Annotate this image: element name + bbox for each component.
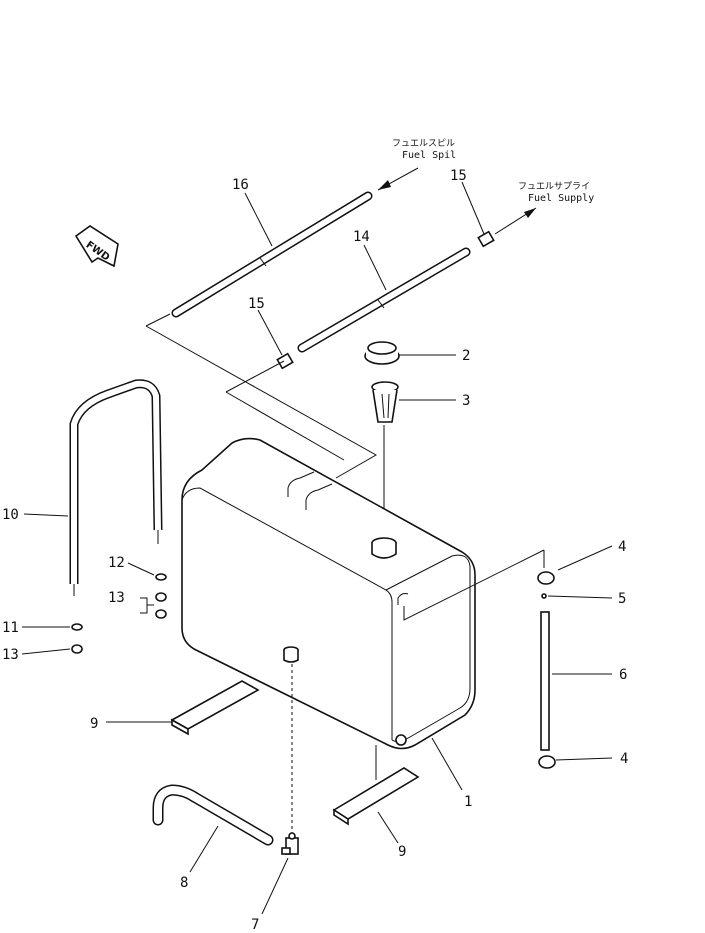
hardware-12 <box>155 573 167 581</box>
callout-12: 12 <box>108 555 125 571</box>
fuel-tank-1 <box>181 437 545 780</box>
fuel-supply-label: フュエルサプライ Fuel Supply <box>494 181 594 235</box>
pad-9-left <box>170 680 260 736</box>
callout-8: 8 <box>180 875 188 891</box>
fuel-supply-jp-text: フュエルサプライ <box>518 181 590 192</box>
fuel-supply-en-text: Fuel Supply <box>528 193 594 204</box>
callout-7: 7 <box>251 917 259 933</box>
callout-5: 5 <box>618 591 626 607</box>
hardware-13-upper <box>155 592 167 619</box>
fuel-spill-jp-text: フュエルスピル <box>392 138 455 149</box>
drain-plug <box>283 646 299 663</box>
callout-15-top: 15 <box>450 168 467 184</box>
grommet-4-top <box>537 571 555 585</box>
washer-5 <box>541 593 547 599</box>
fuel-spill-en-text: Fuel Spil <box>402 150 456 161</box>
fuel-spill-label: フュエルスピル Fuel Spil <box>377 138 456 191</box>
fwd-arrow-icon: FWD <box>74 225 119 268</box>
grommet-4-bottom <box>538 755 556 769</box>
pipe-14 <box>297 247 471 353</box>
callout-2: 2 <box>462 348 470 364</box>
callout-11: 11 <box>2 620 19 636</box>
callout-1: 1 <box>464 794 472 810</box>
callout-9-left: 9 <box>90 716 98 732</box>
callout-4-bottom: 4 <box>620 751 628 767</box>
drain-valve-7 <box>281 832 299 855</box>
hardware-13-lower <box>71 644 83 654</box>
band-10 <box>69 379 163 596</box>
callout-15-mid: 15 <box>248 296 265 312</box>
connector-15-mid <box>276 352 294 370</box>
pad-9-right <box>332 767 420 826</box>
connector-15-top <box>477 230 495 248</box>
level-gauge-6 <box>540 611 550 751</box>
callout-10: 10 <box>2 507 19 523</box>
callout-16: 16 <box>232 177 249 193</box>
callout-13-lower: 13 <box>2 647 19 663</box>
fuel-cap-2 <box>364 341 456 365</box>
hardware-11 <box>71 623 83 631</box>
callout-4-top: 4 <box>618 539 626 555</box>
callout-14: 14 <box>353 229 370 245</box>
callout-6: 6 <box>619 667 627 683</box>
pipe-16 <box>171 191 373 318</box>
callout-13-upper: 13 <box>108 590 125 606</box>
callout-3: 3 <box>462 393 470 409</box>
drain-hose-8 <box>152 784 274 846</box>
strainer-3 <box>371 381 456 423</box>
callout-9-right: 9 <box>398 844 406 860</box>
